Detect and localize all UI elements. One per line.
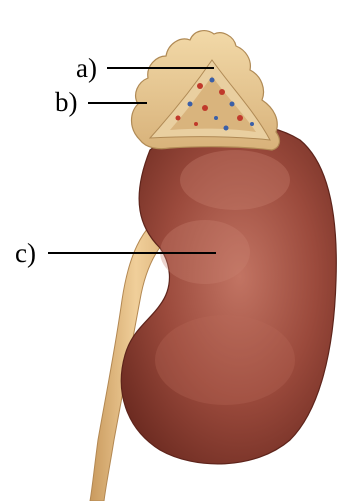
adrenal-gland <box>132 31 280 150</box>
kidney-highlight-lower <box>155 315 295 405</box>
label-a: a) <box>76 53 97 83</box>
label-c: c) <box>15 238 36 268</box>
label-b: b) <box>55 87 78 117</box>
kidney-highlight-upper <box>180 150 290 210</box>
